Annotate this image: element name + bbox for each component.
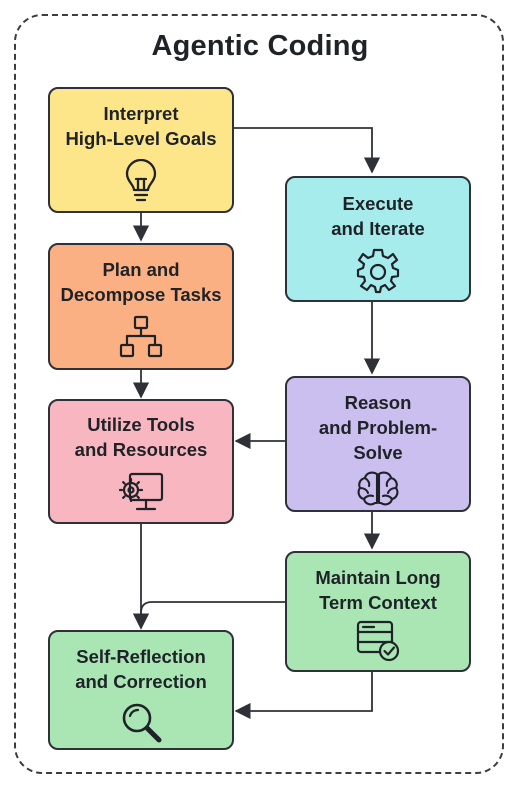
diagram-title: Agentic Coding [151,30,369,62]
node-utilize-tools: Utilize Tools and Resources [48,399,234,524]
node-maintain-label-1: Maintain Long [315,567,441,588]
node-reason-label-1: Reason [344,392,412,413]
node-reason-label-3: Solve [353,442,403,463]
hierarchy-icon [119,315,163,358]
node-interpret-label-1: Interpret [103,103,179,124]
brain-icon [357,471,399,506]
node-maintain-label-2: Term Context [319,592,437,613]
node-plan-label-2: Decompose Tasks [60,284,222,305]
node-maintain-context: Maintain Long Term Context [285,551,471,672]
arrow-maintain-to-reflect-lower [234,672,373,720]
database-check-icon [356,620,400,662]
lightbulb-icon [125,159,157,202]
node-reason-problem-solve: Reason and Problem- Solve [285,376,471,512]
node-execute-label-1: Execute [342,193,414,214]
node-interpret-label-2: High-Level Goals [65,128,217,149]
gear-icon [356,248,400,294]
tool-monitor-icon [118,472,164,511]
node-interpret-goals: Interpret High-Level Goals [48,87,234,213]
node-execute-label-2: and Iterate [331,218,425,239]
magnifier-icon [122,703,162,743]
diagram-frame [14,14,504,774]
node-reflect-label-1: Self-Reflection [76,646,206,667]
arrow-maintain-to-reflect-upper [132,601,285,630]
node-plan-decompose: Plan and Decompose Tasks [48,243,234,370]
node-plan-label-1: Plan and [102,259,180,280]
node-utilize-label-2: and Resources [74,439,208,460]
node-self-reflection: Self-Reflection and Correction [48,630,234,750]
node-reason-label-2: and Problem- [318,417,438,438]
node-execute-iterate: Execute and Iterate [285,176,471,302]
node-utilize-label-1: Utilize Tools [87,414,195,435]
node-reflect-label-2: and Correction [75,671,207,692]
arrow-interpret-to-execute [234,127,381,174]
